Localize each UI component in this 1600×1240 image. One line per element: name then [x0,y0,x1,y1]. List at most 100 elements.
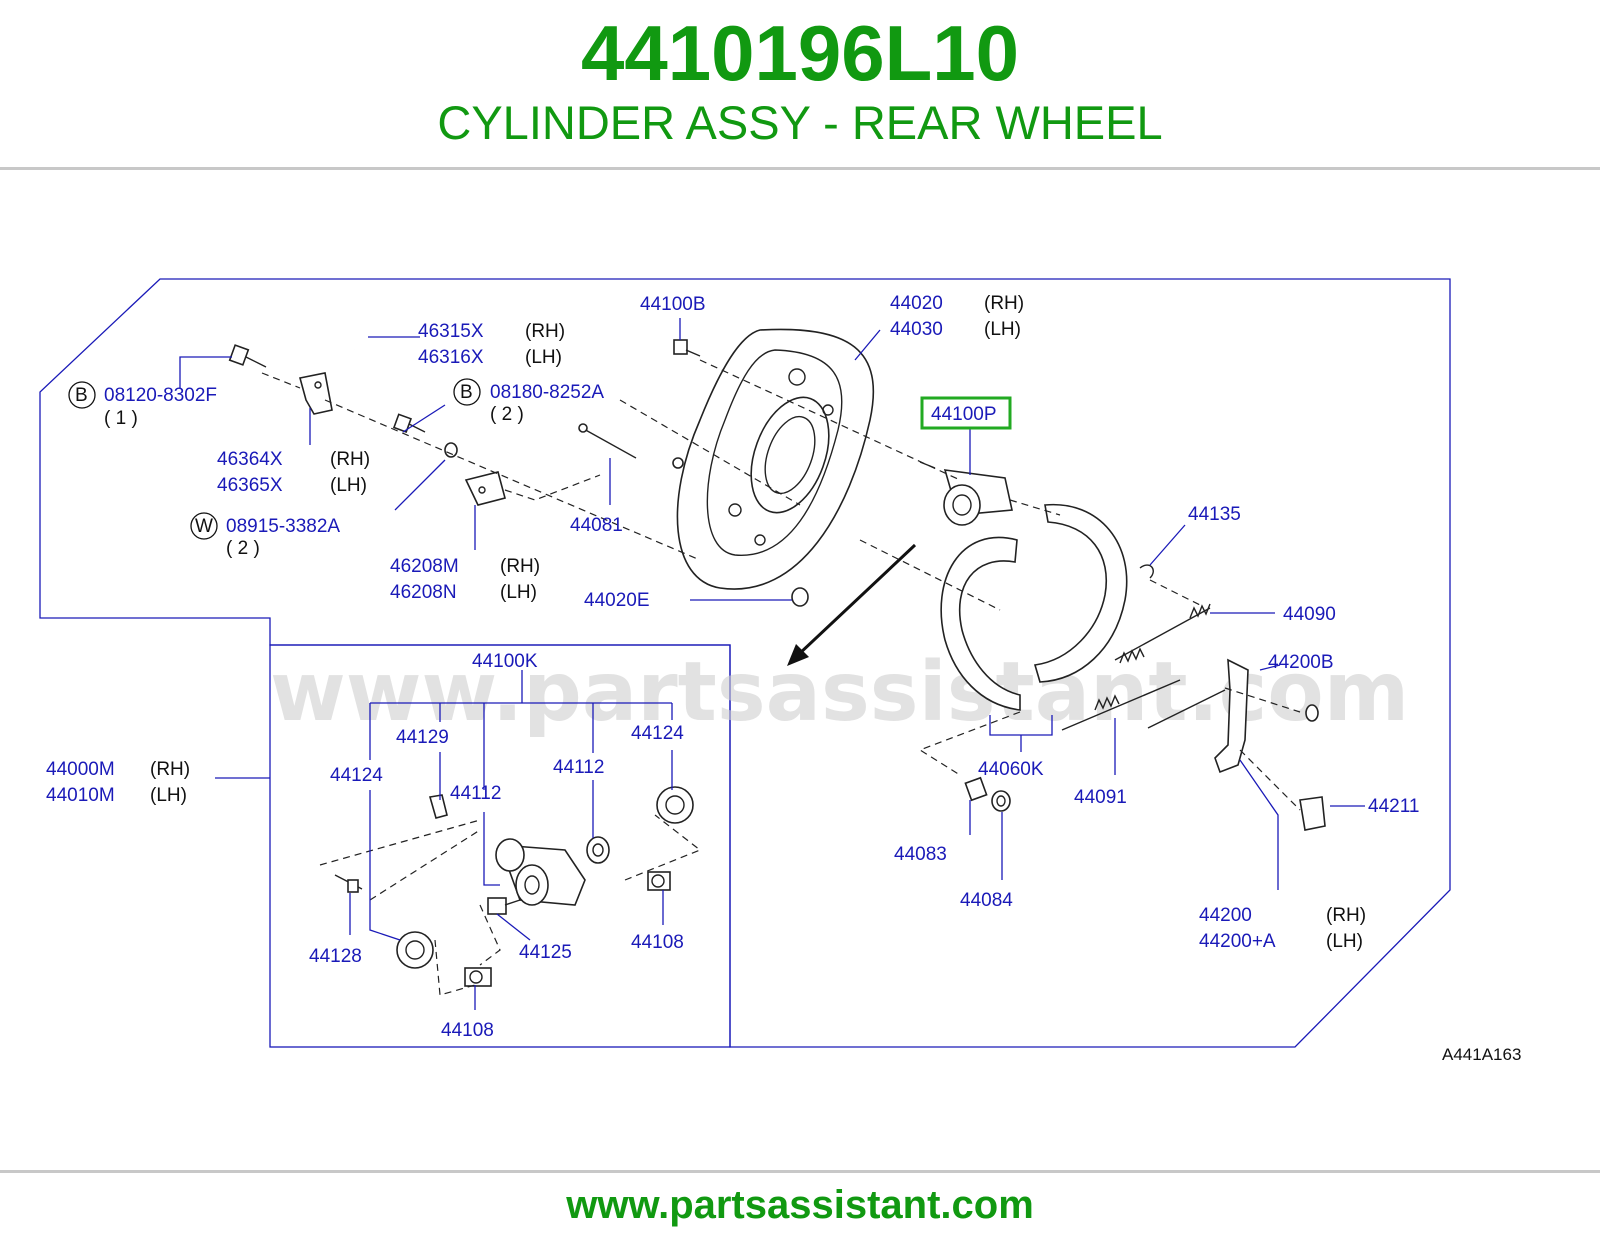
assembly-line [1009,499,1061,516]
leader-line [1149,524,1186,566]
callout-44200[interactable]: 44200 [1199,905,1252,926]
page-header: 4410196L10 CYLINDER ASSY - REAR WHEEL [0,0,1600,168]
inset-assembly-line [369,829,481,901]
callout-44112-left[interactable]: 44112 [450,783,501,804]
wheel-cylinder-44100P-part [919,461,1013,526]
callout-46365X[interactable]: 46365X [217,475,283,496]
header-divider [0,167,1600,170]
callout-08180-8252A[interactable]: 08180-8252A [490,382,604,403]
inset-leader-line [483,703,500,886]
leader-line [1239,759,1279,890]
callout-44108-right[interactable]: 44108 [631,932,684,953]
callout-44091[interactable]: 44091 [1074,787,1127,808]
callout-44200-A[interactable]: 44200+A [1199,931,1276,952]
qty-08180: ( 2 ) [490,404,524,425]
washer-44084-part [991,790,1011,812]
highlight-box-44100P [920,396,1012,430]
inset-boot-44108-bottom-part [464,967,492,987]
side-rh: (RH) [330,449,370,470]
callout-44124-right[interactable]: 44124 [631,723,684,744]
leader-line [394,459,446,511]
callout-46364X[interactable]: 46364X [217,449,283,470]
bolt-08180-part [392,413,426,433]
callout-44129[interactable]: 44129 [396,727,449,748]
brake-pipe-inner [346,303,364,374]
side-lh: (LH) [150,785,187,806]
callout-44124-left[interactable]: 44124 [330,765,383,786]
callout-44135[interactable]: 44135 [1188,504,1241,525]
washer-44084-hole [996,795,1006,807]
assembly-line [1149,579,1201,606]
callout-08915-3382A[interactable]: 08915-3382A [226,516,340,537]
bolt-08120-part [228,344,267,368]
inset-assembly-line [434,939,476,996]
inset-cap-44129-part [428,794,448,819]
callout-44020[interactable]: 44020 [890,293,943,314]
side-lh: (LH) [1326,931,1363,952]
rod-44081-part [578,423,637,459]
callout-44100K[interactable]: 44100K [472,651,538,672]
part-name-subtitle: CYLINDER ASSY - REAR WHEEL [437,96,1163,149]
callout-08120-8302F[interactable]: 08120-8302F [104,385,217,406]
callout-44090[interactable]: 44090 [1283,604,1336,625]
assembly-line [261,372,301,389]
grommet-44020E-part [791,587,809,607]
lever-44200-part [1214,658,1249,774]
assembly-line [324,399,701,561]
inset-assembly-line [319,819,481,866]
callout-44083[interactable]: 44083 [894,844,947,865]
leader-line [854,329,881,361]
footer-divider [0,1170,1600,1173]
callout-46208N[interactable]: 46208N [390,582,457,603]
callout-44020E[interactable]: 44020E [584,590,650,611]
inset-leader-line [496,913,531,941]
callout-44128[interactable]: 44128 [309,946,362,967]
leader-line [179,356,232,388]
side-rh: (RH) [984,293,1024,314]
spring-44090-coils [1119,603,1211,664]
direction-arrow-head [787,644,809,666]
inset-cylinder-body-part [495,838,586,906]
callout-44211[interactable]: 44211 [1368,796,1419,817]
bracket-46208-part [464,471,506,506]
inset-bleeder-44128-part [334,874,363,893]
callout-46316X[interactable]: 46316X [418,347,484,368]
callout-44125[interactable]: 44125 [519,942,572,963]
leader-line [1259,664,1281,671]
qty-08915: ( 2 ) [226,538,260,559]
clip-44211-part [1299,796,1326,831]
callout-44084[interactable]: 44084 [960,890,1013,911]
spring-44090-rod [1114,607,1211,661]
assembly-line [1239,749,1301,811]
footer-website-link[interactable]: www.partsassistant.com [566,1183,1034,1227]
badge-w-icon [190,512,218,540]
callout-44200B[interactable]: 44200B [1268,652,1334,673]
callout-44030[interactable]: 44030 [890,319,943,340]
callout-44081[interactable]: 44081 [570,515,623,536]
callout-44100P[interactable]: 44100P [931,404,997,425]
assembly-line [859,539,1001,611]
badge-w-text: W [195,516,213,537]
inset-frame [269,644,731,1048]
callout-44060K[interactable]: 44060K [978,759,1044,780]
leader-line [402,404,446,433]
callout-46208M[interactable]: 46208M [390,556,459,577]
inset-boot-44108-right-part [647,871,671,891]
callout-44108-bottom[interactable]: 44108 [441,1020,494,1041]
inset-bolt-44125-part [487,897,521,915]
washer-08915-part [444,442,458,458]
badge-b-icon [68,381,96,409]
qty-08120: ( 1 ) [104,408,138,429]
callout-44000M[interactable]: 44000M [46,759,115,780]
inset-piston-44112-part [586,836,610,864]
clip-44135-part [1139,564,1154,579]
callout-46315X[interactable]: 46315X [418,321,484,342]
assembly-line [619,399,801,506]
callout-44010M[interactable]: 44010M [46,785,115,806]
spring-cup-44083-part [964,776,988,802]
callout-44112-right[interactable]: 44112 [553,757,604,778]
inset-leader-line [369,703,401,941]
callout-44100B[interactable]: 44100B [640,294,706,315]
badge-b-text: B [75,385,88,406]
